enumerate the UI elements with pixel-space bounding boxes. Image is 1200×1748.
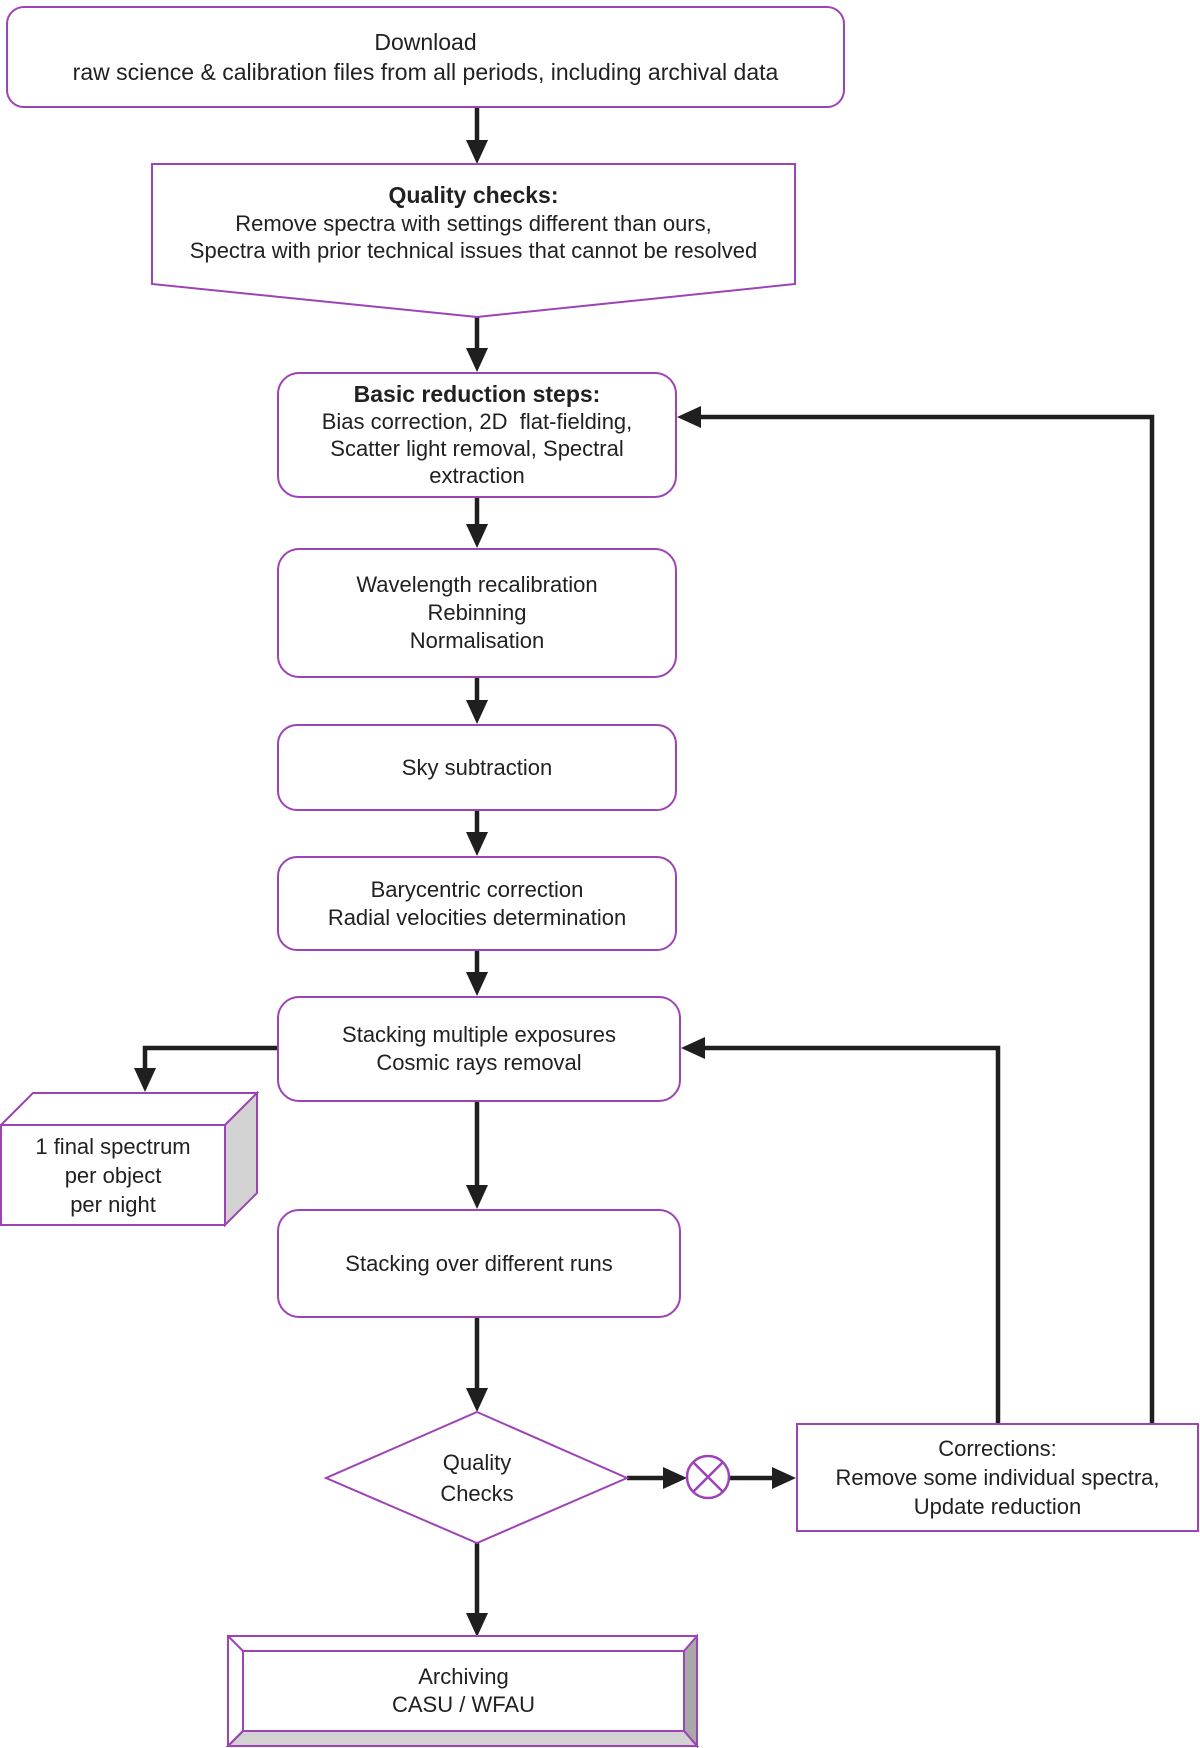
- arrowhead-quality-to-basic: [466, 348, 488, 372]
- final-spectrum-top-face: [0, 1092, 260, 1126]
- download-line2: raw science & calibration files from all…: [72, 59, 779, 85]
- arrowhead-stacking-to-final-spectrum: [134, 1068, 156, 1092]
- final-spectrum-front-face: [0, 1124, 226, 1226]
- basic-reduction-title: Basic reduction steps:: [353, 381, 601, 407]
- sky-subtraction-label: Sky subtraction: [401, 754, 553, 780]
- quality-checks-line2: Spectra with prior technical issues that…: [189, 238, 758, 263]
- node-corrections: Corrections: Remove some individual spec…: [796, 1423, 1199, 1532]
- node-stacking-runs: Stacking over different runs: [277, 1209, 681, 1318]
- arrowhead-wavelength-to-sky: [466, 700, 488, 724]
- quality-diamond-text: Quality Checks: [327, 1431, 627, 1524]
- node-stacking-exposures: Stacking multiple exposures Cosmic rays …: [277, 996, 681, 1102]
- arrowhead-runs-to-diamond: [466, 1388, 488, 1412]
- quality-checks-line1: Remove spectra with settings different t…: [235, 211, 712, 236]
- stacking-exposures-line1: Stacking multiple exposures: [342, 1022, 616, 1047]
- feedback-corrections-to-basic: [701, 414, 1155, 1423]
- feedback-corrections-to-stacking: [705, 1045, 1001, 1423]
- node-archiving: Archiving CASU / WFAU: [243, 1651, 684, 1731]
- quality-checks-pentagon: [151, 163, 796, 319]
- wavelength-line1: Wavelength recalibration: [356, 572, 598, 597]
- quality-checks-diamond: [323, 1410, 630, 1545]
- node-basic-reduction: Basic reduction steps: Bias correction, …: [277, 372, 677, 498]
- archiving-box-frame: [225, 1633, 700, 1748]
- archiving-line2: CASU / WFAU: [391, 1692, 535, 1717]
- download-line1: Download: [374, 29, 477, 55]
- stacking-runs-label: Stacking over different runs: [345, 1250, 613, 1276]
- arrowhead-basic-to-wavelength: [466, 524, 488, 548]
- corrections-line2: Update reduction: [913, 1494, 1082, 1519]
- final-spectrum-line1: 1 final spectrum: [35, 1133, 191, 1159]
- node-sky-subtraction: Sky subtraction: [277, 724, 677, 811]
- node-final-spectrum: 1 final spectrum per object per night: [1, 1125, 225, 1225]
- barycentric-line1: Barycentric correction: [370, 876, 584, 902]
- node-wavelength: Wavelength recalibration Rebinning Norma…: [277, 548, 677, 678]
- arrowhead-corrections-to-stacking: [681, 1037, 705, 1059]
- quality-diamond-line1: Quality: [442, 1449, 512, 1475]
- stacking-exposures-line2: Cosmic rays removal: [376, 1050, 582, 1075]
- corrections-line1: Remove some individual spectra,: [835, 1465, 1160, 1490]
- barycentric-line2: Radial velocities determination: [327, 904, 627, 930]
- arrow-stacking-to-final-spectrum: [142, 1045, 277, 1070]
- arrowhead-sky-to-barycentric: [466, 832, 488, 856]
- final-spectrum-line2: per object: [64, 1162, 162, 1188]
- final-spectrum-line3: per night: [70, 1191, 156, 1217]
- wavelength-line3: Normalisation: [409, 628, 545, 653]
- basic-reduction-line1: Bias correction, 2D flat-fielding,: [321, 409, 633, 434]
- arrowhead-diamond-to-junction: [663, 1467, 687, 1489]
- arrowhead-stacking-to-runs: [466, 1185, 488, 1209]
- arrowhead-corrections-to-basic: [677, 406, 701, 428]
- basic-reduction-line3: extraction: [429, 463, 525, 488]
- arrowhead-diamond-to-archiving: [466, 1613, 488, 1637]
- arrowhead-barycentric-to-stacking: [466, 972, 488, 996]
- node-barycentric: Barycentric correction Radial velocities…: [277, 856, 677, 951]
- circled-x-icon: [685, 1454, 731, 1500]
- basic-reduction-line2: Scatter light removal, Spectral: [330, 436, 624, 461]
- archiving-line1: Archiving: [418, 1664, 509, 1689]
- quality-checks-title: Quality checks:: [388, 182, 559, 208]
- node-download: Download raw science & calibration files…: [6, 6, 845, 108]
- quality-diamond-line2: Checks: [440, 1480, 514, 1506]
- node-quality-checks: Quality checks: Remove spectra with sett…: [152, 176, 795, 268]
- arrowhead-download-to-quality: [466, 140, 488, 164]
- arrowhead-junction-to-corrections: [772, 1467, 796, 1489]
- corrections-title: Corrections:: [938, 1436, 1057, 1461]
- wavelength-line2: Rebinning: [427, 600, 527, 625]
